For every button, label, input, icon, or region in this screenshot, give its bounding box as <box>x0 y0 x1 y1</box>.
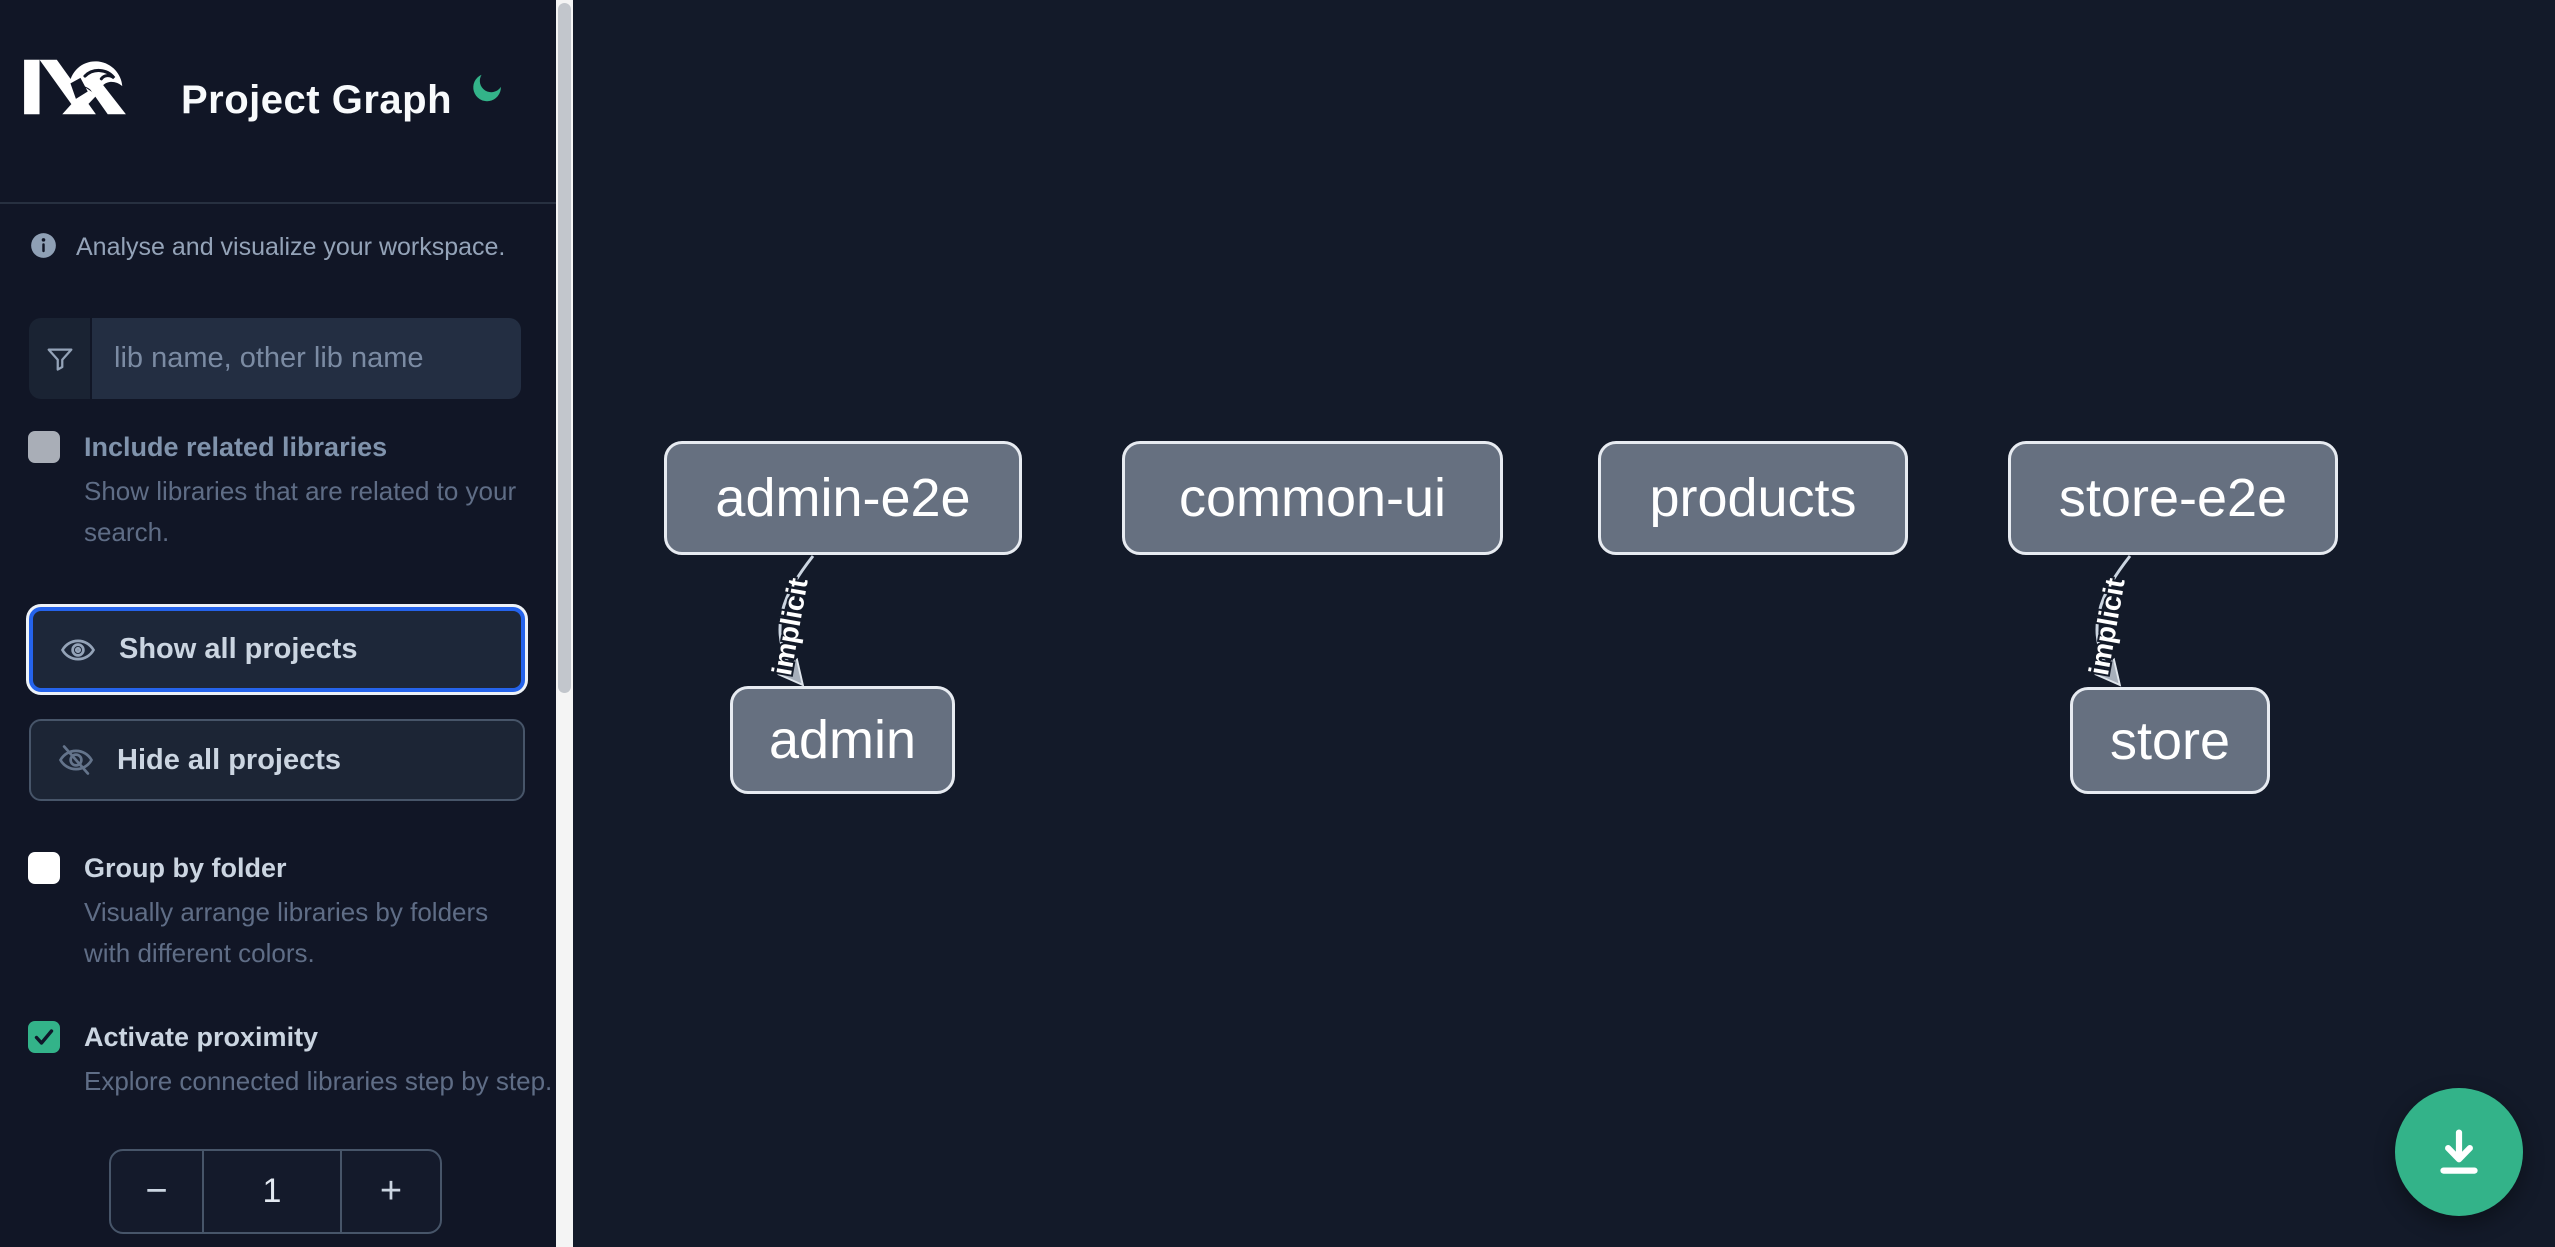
graph-node-products[interactable]: products <box>1598 441 1908 555</box>
edge-layer: implicit implicit <box>764 555 2133 1247</box>
funnel-icon <box>47 348 72 371</box>
page-title: Project Graph <box>181 78 453 122</box>
proximity-increment-button[interactable]: + <box>342 1151 440 1232</box>
include-related-label: Include related libraries <box>84 432 388 462</box>
search-input[interactable] <box>92 318 521 399</box>
edge-admin-e2e-to-admin <box>780 555 815 684</box>
eye-icon <box>60 639 96 660</box>
graph-node-store[interactable]: store <box>2070 687 2270 794</box>
edge-label-implicit-store: implicit <box>2083 576 2131 678</box>
activate-proximity-option: Activate proximity Explore connected lib… <box>28 1019 552 1102</box>
include-related-checkbox[interactable] <box>28 431 60 463</box>
activate-proximity-label: Activate proximity <box>84 1022 319 1052</box>
activate-proximity-description: Explore connected libraries step by step… <box>84 1066 553 1096</box>
edge-label-implicit-admin: implicit <box>766 576 814 678</box>
graph-node-common-ui[interactable]: common-ui <box>1122 441 1503 555</box>
intro-text: Analyse and visualize your workspace. <box>76 233 506 261</box>
proximity-depth-stepper: − 1 + <box>109 1149 442 1234</box>
filter-searchbox <box>29 318 521 399</box>
theme-toggle-button[interactable] <box>464 66 510 112</box>
project-graph-canvas[interactable]: implicit implicit admin-e2e common-ui pr… <box>573 0 2555 1247</box>
download-image-button[interactable] <box>2395 1088 2523 1216</box>
proximity-depth-value: 1 <box>202 1151 342 1232</box>
info-icon <box>31 233 56 258</box>
include-related-option: Include related libraries Show libraries… <box>28 429 528 553</box>
eye-slash-icon <box>58 745 94 775</box>
download-icon <box>2440 1129 2478 1174</box>
edge-store-e2e-to-store <box>2097 555 2132 684</box>
hide-all-projects-label: Hide all projects <box>117 743 342 776</box>
show-all-projects-button[interactable]: Show all projects <box>29 607 525 692</box>
show-all-projects-label: Show all projects <box>119 633 358 665</box>
hide-all-projects-button[interactable]: Hide all projects <box>29 719 525 801</box>
moon-icon <box>473 74 501 101</box>
include-related-description: Show libraries that are related to your … <box>84 476 517 547</box>
group-by-folder-label: Group by folder <box>84 853 287 883</box>
funnel-icon-cell <box>29 318 92 399</box>
nx-logo <box>24 59 126 115</box>
group-by-folder-option: Group by folder Visually arrange librari… <box>28 850 528 974</box>
sidebar-scrollbar-thumb[interactable] <box>558 3 571 693</box>
workspace-intro: Analyse and visualize your workspace. <box>30 232 530 262</box>
group-by-folder-description: Visually arrange libraries by folders wi… <box>84 897 489 968</box>
header-divider <box>0 202 556 204</box>
sidebar: Project Graph Analyse and visualize your… <box>0 0 556 1247</box>
graph-node-store-e2e[interactable]: store-e2e <box>2008 441 2338 555</box>
graph-node-admin[interactable]: admin <box>730 686 955 794</box>
group-by-folder-checkbox[interactable] <box>28 852 60 884</box>
check-icon <box>34 1029 54 1045</box>
proximity-decrement-button[interactable]: − <box>111 1151 202 1232</box>
sidebar-scrollbar <box>556 0 573 1247</box>
activate-proximity-checkbox[interactable] <box>28 1021 60 1053</box>
graph-node-admin-e2e[interactable]: admin-e2e <box>664 441 1022 555</box>
